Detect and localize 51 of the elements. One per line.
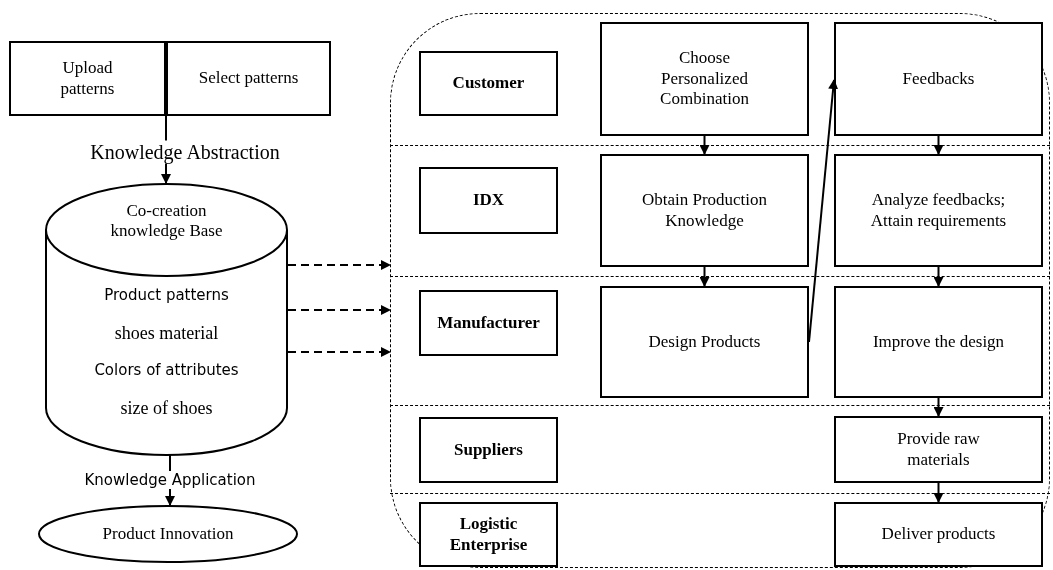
edge-label: Knowledge Application xyxy=(82,471,258,489)
process-box xyxy=(834,416,1043,483)
role-box xyxy=(419,502,558,567)
node-label: Analyze feedbacks; Attain requirements xyxy=(869,190,1008,231)
role-label: Suppliers xyxy=(453,439,524,461)
process-box xyxy=(600,22,809,136)
role-box xyxy=(419,417,558,483)
role-label: IDX xyxy=(471,190,506,211)
role-label: Manufacturer xyxy=(436,312,541,334)
dashed-arrow xyxy=(287,305,391,315)
process-ellipse xyxy=(38,505,298,563)
arrow xyxy=(933,482,944,503)
dashed-arrow xyxy=(287,347,391,357)
database-item: shoes material xyxy=(113,323,220,345)
process-box xyxy=(834,22,1043,136)
database-cylinder xyxy=(45,183,288,455)
arrow xyxy=(933,135,944,155)
node-label: Design Products xyxy=(647,331,762,353)
role-label: Logistic Enterprise xyxy=(448,514,529,555)
node-label: Obtain Production Knowledge xyxy=(640,190,769,231)
node-label: Select patterns xyxy=(197,68,300,89)
node-label: Product Innovation xyxy=(101,523,235,545)
role-box xyxy=(419,51,558,116)
process-box xyxy=(834,502,1043,567)
node-label: Improve the design xyxy=(871,331,1006,353)
process-box xyxy=(834,154,1043,267)
role-label: Customer xyxy=(451,73,526,94)
node-label: Deliver products xyxy=(880,524,997,545)
node-label: Upload patterns xyxy=(59,58,116,99)
database-item: Product patterns xyxy=(103,286,230,304)
process-box xyxy=(834,286,1043,398)
arrow xyxy=(933,397,944,417)
arrow xyxy=(699,135,710,155)
database-item: Colors of attributes xyxy=(93,361,240,379)
role-box xyxy=(419,167,558,234)
arrow xyxy=(808,79,839,343)
role-box xyxy=(419,290,558,356)
node-label: Provide raw materials xyxy=(896,429,981,470)
node-label: Choose Personalized Combination xyxy=(659,48,750,110)
dashed-arrow xyxy=(287,260,391,270)
database-item: size of shoes xyxy=(119,398,214,420)
database-title: Co-creation knowledge Base xyxy=(109,201,224,242)
arrow xyxy=(933,266,944,287)
process-box xyxy=(9,41,166,116)
process-box xyxy=(600,154,809,267)
node-label: Feedbacks xyxy=(901,68,976,90)
process-box xyxy=(600,286,809,398)
process-box xyxy=(166,41,331,116)
edge-label: Knowledge Abstraction xyxy=(88,140,282,164)
swimlane-container xyxy=(390,13,1050,568)
arrow xyxy=(699,266,710,287)
